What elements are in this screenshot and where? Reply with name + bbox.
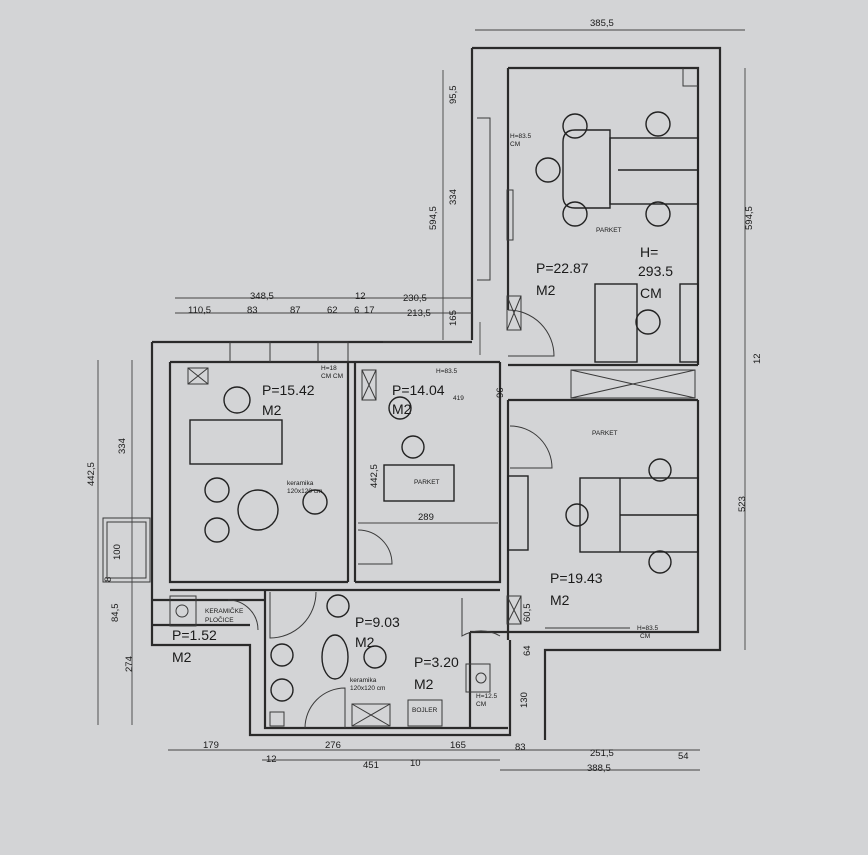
note-cm-top: CM — [510, 141, 520, 148]
dim-bot-179: 179 — [203, 740, 219, 751]
room-a-area: P=15.42 — [262, 382, 315, 398]
walls — [102, 46, 722, 740]
dim-left-5945: 594,5 — [428, 206, 439, 230]
dim-130: 130 — [519, 692, 530, 708]
dim-bot-3885: 388,5 — [587, 763, 611, 774]
living-height-label: H= — [640, 244, 658, 260]
living-height-value: 293.5 — [638, 263, 673, 279]
dim-mid-289: 289 — [418, 512, 434, 523]
note-h125: H=12.5 — [476, 693, 498, 700]
dim-955: 95,5 — [448, 86, 459, 105]
shafts — [187, 295, 696, 727]
notes: H=83.5 CM H=83.5 CM H=18 CM CM H=83.5 H=… — [321, 133, 659, 714]
living-unit: M2 — [536, 282, 556, 298]
dim-left-100: 100 — [112, 544, 123, 560]
dim-right-12: 12 — [752, 353, 763, 364]
dim-2305: 230,5 — [403, 293, 427, 304]
dim-left-845: 84,5 — [110, 604, 121, 623]
bedroom-unit: M2 — [550, 592, 570, 608]
room-b-unit: M2 — [392, 401, 412, 417]
bedroom-floor: PARKET — [592, 430, 618, 437]
dim-bot-2515: 251,5 — [590, 748, 614, 759]
dim-right-5945: 594,5 — [744, 206, 755, 230]
furniture — [169, 111, 699, 727]
room-b-floor: PARKET — [414, 479, 440, 486]
note-cm-bottom: CM — [640, 633, 650, 640]
living-area: P=22.87 — [536, 260, 589, 276]
dim-bot-276: 276 — [325, 740, 341, 751]
dim-bot-83: 83 — [515, 742, 526, 753]
dim-12-top: 12 — [355, 291, 366, 302]
dim-6: 6 — [354, 305, 359, 316]
dim-bot-451: 451 — [363, 760, 379, 771]
dim-419: 419 — [453, 395, 464, 402]
dim-left-8: 8 — [103, 577, 114, 582]
living-height-unit: CM — [640, 285, 662, 301]
doors — [227, 309, 555, 729]
dim-165: 165 — [448, 310, 459, 326]
dim-87: 87 — [290, 305, 301, 316]
dim-64: 64 — [522, 645, 533, 656]
room-labels: P=22.87 M2 PARKET H= 293.5 CM P=19.43 M2… — [172, 227, 673, 692]
room-a-floor-size: 120x120 cm — [287, 488, 322, 495]
dim-3485: 348,5 — [250, 291, 274, 302]
note-h835-bottom: H=83.5 — [637, 625, 659, 632]
hall-area: P=9.03 — [355, 614, 400, 630]
note-h835-top: H=83.5 — [510, 133, 532, 140]
dim-left-4425: 442,5 — [86, 462, 97, 486]
room-a-floor: keramika — [287, 480, 314, 487]
dim-17: 17 — [364, 305, 375, 316]
dim-bot-10: 10 — [410, 758, 421, 769]
living-floor: PARKET — [596, 227, 622, 234]
dim-mid-4425: 442,5 — [369, 464, 380, 488]
dimension-lines — [97, 29, 746, 771]
bathroom-floor: KERAMIČKE — [205, 606, 244, 615]
dim-bot-54: 54 — [678, 751, 689, 762]
bathroom-unit: M2 — [172, 649, 192, 665]
dim-2135: 213,5 — [407, 308, 431, 319]
dim-left-334: 334 — [117, 438, 128, 454]
kitchen-unit: M2 — [414, 676, 434, 692]
note-cm-h125: CM — [476, 701, 486, 708]
dim-top-3855: 385,5 — [590, 18, 614, 29]
note-boiler: BOJLER — [412, 707, 438, 714]
bathroom-area: P=1.52 — [172, 627, 217, 643]
dimension-labels: 385,5 594,5 594,5 95,5 334 165 96 419 34… — [86, 18, 763, 774]
dim-bot-12: 12 — [266, 754, 277, 765]
dim-605: 60,5 — [522, 604, 533, 623]
bedroom-area: P=19.43 — [550, 570, 603, 586]
note-h18: H=18 — [321, 365, 337, 372]
hall-floor-size: 120x120 cm — [350, 685, 385, 692]
dim-62: 62 — [327, 305, 338, 316]
dim-1105: 110,5 — [188, 305, 211, 316]
dim-right-523: 523 — [737, 496, 748, 512]
dim-96: 96 — [495, 387, 506, 398]
bathroom-floor-2: PLOČICE — [205, 615, 234, 624]
note-cm-h18: CM CM — [321, 373, 343, 380]
dim-334-top: 334 — [448, 189, 459, 205]
dim-83-top: 83 — [247, 305, 258, 316]
room-a-unit: M2 — [262, 402, 282, 418]
room-b-area: P=14.04 — [392, 382, 445, 398]
dim-bot-165: 165 — [450, 740, 466, 751]
note-h835-mid: H=83.5 — [436, 368, 458, 375]
hall-unit: M2 — [355, 634, 375, 650]
hall-floor: keramika — [350, 677, 377, 684]
kitchen-area: P=3.20 — [414, 654, 459, 670]
dim-left-274: 274 — [124, 656, 135, 672]
